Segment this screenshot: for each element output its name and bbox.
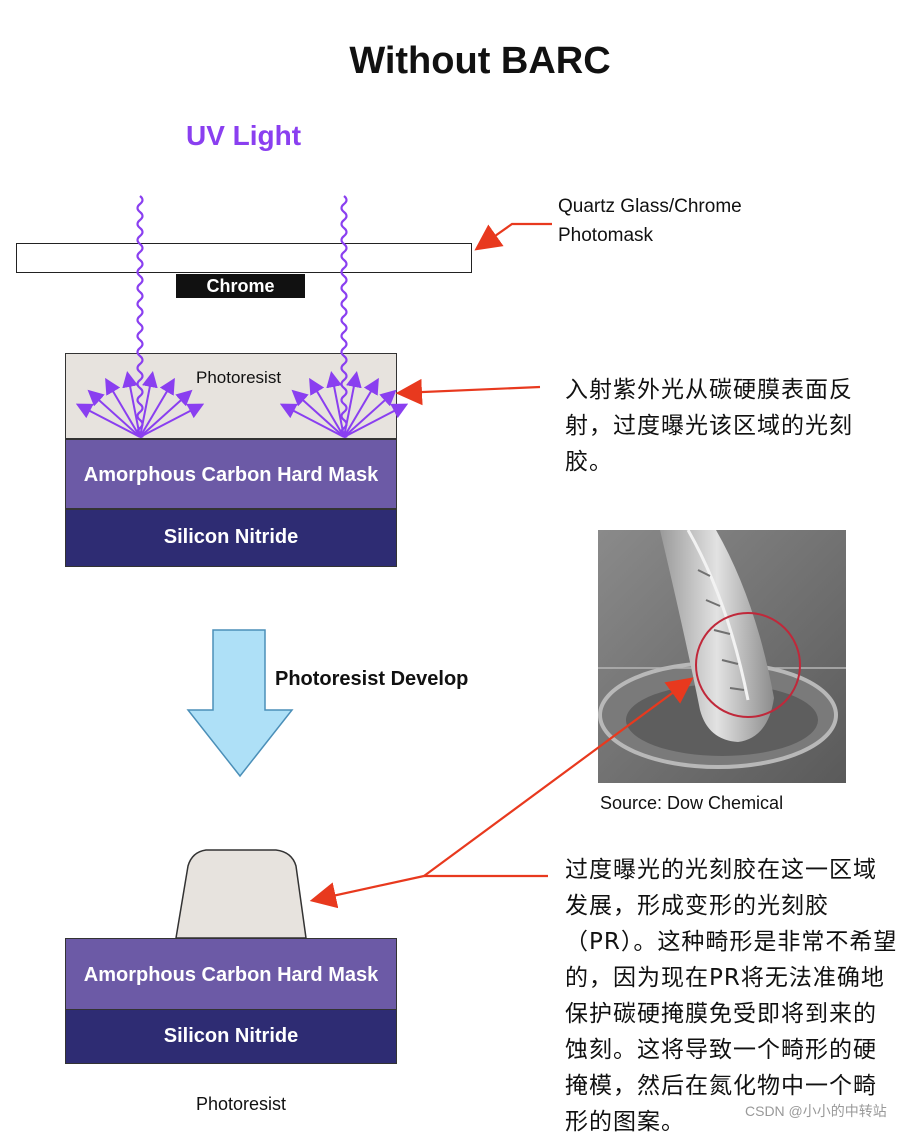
deformation-note: 过度曝光的光刻胶在这一区域发展，形成变形的光刻胶（PR）。这种畸形是非常不希望的…: [565, 857, 898, 1135]
develop-arrow: [186, 629, 294, 778]
quartz-glass-plate: [16, 243, 472, 273]
chrome-block: Chrome: [176, 274, 305, 298]
photomask-pointer-arrow: [474, 222, 552, 251]
diagram-title: Without BARC: [349, 40, 611, 82]
reflection-pointer-arrow: [395, 378, 541, 406]
bottom-photoresist-label: Photoresist: [196, 1094, 287, 1114]
photomask-label-line1: Quartz Glass/Chrome: [558, 196, 742, 217]
develop-label: Photoresist Develop: [275, 668, 469, 690]
photoresist-layer-label: Photoresist: [196, 368, 282, 387]
photoresist-layer: [65, 353, 397, 439]
amorphous-carbon-layer-bottom: Amorphous Carbon Hard Mask: [65, 938, 397, 1011]
silicon-nitride-layer-top: Silicon Nitride: [65, 509, 397, 567]
pr-label: PR: [226, 882, 253, 903]
uv-light-label: UV Light: [186, 120, 302, 151]
sem-micrograph: [598, 530, 846, 783]
reflection-note: 入射紫外光从碳硬膜表面反射，过度曝光该区域的光刻胶。: [565, 377, 853, 475]
watermark: CSDN @小小的中转站: [745, 1103, 887, 1119]
pr-pointer-arrow-tip: [309, 874, 425, 909]
source-caption: Source: Dow Chemical: [600, 793, 784, 813]
amorphous-carbon-layer-top: Amorphous Carbon Hard Mask: [65, 439, 397, 509]
photomask-label: Quartz Glass/Chrome Photomask: [558, 192, 798, 250]
photomask-label-line2: Photomask: [558, 225, 654, 246]
silicon-nitride-layer-bottom: Silicon Nitride: [65, 1009, 397, 1064]
